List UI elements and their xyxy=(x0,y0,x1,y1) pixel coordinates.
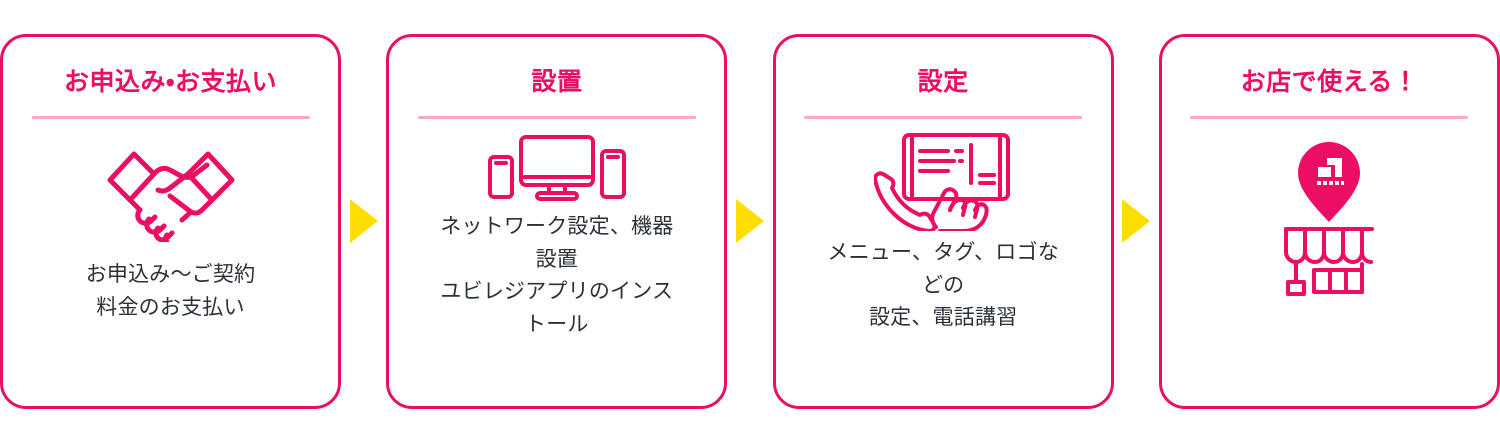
flow-step-3: 設定 xyxy=(772,0,1114,442)
arrow-right-icon xyxy=(1122,199,1151,243)
step-body-line: 料金のお支払い xyxy=(96,295,245,319)
tablet-touch-phone-icon xyxy=(874,131,1012,231)
flow-step-4: お店で使える！ xyxy=(1158,0,1500,442)
step-body-line: 設定、電話講習 xyxy=(868,306,1018,330)
step-body-text: ネットワーク設定、機器 設置 ユビレジアプリのインス トール xyxy=(440,211,673,341)
step-body-text: お申込み〜ご契約 料金のお支払い xyxy=(86,259,256,324)
step-icon-container xyxy=(874,125,1012,237)
title-divider xyxy=(1190,116,1469,119)
devices-icon xyxy=(487,133,627,203)
title-divider xyxy=(31,116,310,119)
flow-arrow-1 xyxy=(341,199,386,243)
step-icon-container xyxy=(107,125,235,255)
step-body-line: お申込み〜ご契約 xyxy=(85,263,256,286)
flow-step-2: 設置 ネットワーク設定、機器 xyxy=(386,0,728,442)
step-body-line: どの xyxy=(921,273,965,297)
step-card-apply-pay[interactable]: お申込み・お支払い xyxy=(0,33,341,409)
storefront-pin-icon xyxy=(1274,136,1384,296)
step-card-installation[interactable]: 設置 ネットワーク設定、機器 xyxy=(386,33,728,409)
step-title: お申込み・お支払い xyxy=(63,67,277,96)
step-title: 設定 xyxy=(917,67,969,96)
arrow-right-icon xyxy=(349,199,378,243)
step-body-line: ユビレジアプリのインス xyxy=(440,280,674,304)
step-body-text: メニュー、タグ、ロゴな どの 設定、電話講習 xyxy=(827,237,1059,335)
handshake-icon xyxy=(107,138,235,242)
flow-arrow-2 xyxy=(727,199,772,243)
step-body-line: メニュー、タグ、ロゴな xyxy=(827,241,1059,264)
step-title: 設置 xyxy=(531,67,583,96)
flow-step-1: お申込み・お支払い xyxy=(0,0,341,442)
title-divider xyxy=(417,116,696,119)
step-card-settings[interactable]: 設定 xyxy=(772,33,1114,409)
step-body-line: ネットワーク設定、機器 xyxy=(440,215,674,238)
step-body-line: 設置 xyxy=(535,247,579,271)
storefront-shape xyxy=(1284,227,1375,296)
step-title: お店で使える！ xyxy=(1240,67,1419,96)
step-icon-container xyxy=(487,125,627,211)
title-divider xyxy=(804,116,1083,119)
step-icon-container xyxy=(1274,121,1384,311)
step-card-ready-in-store[interactable]: お店で使える！ xyxy=(1158,33,1500,409)
arrow-right-icon xyxy=(735,199,764,243)
flow-arrow-3 xyxy=(1114,199,1159,243)
map-pin-shape xyxy=(1298,142,1361,222)
step-body-line: トール xyxy=(525,312,589,336)
